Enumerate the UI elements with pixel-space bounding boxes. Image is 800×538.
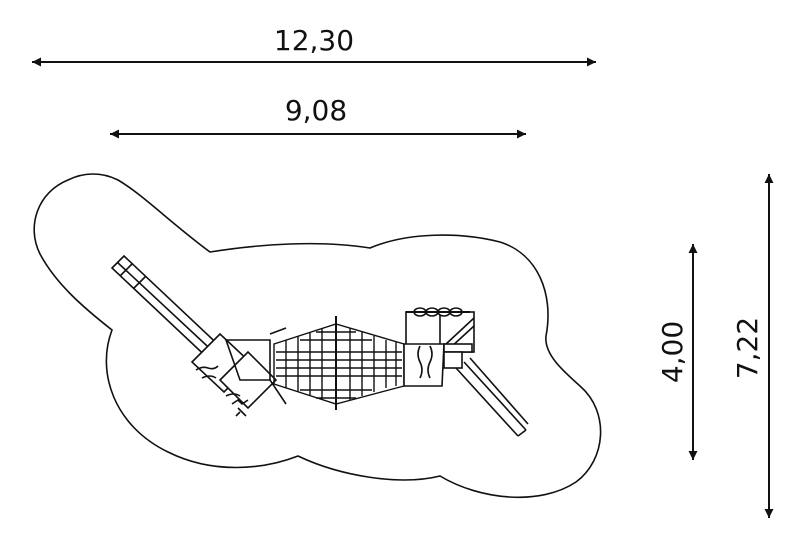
safety-area-outline — [33, 173, 602, 499]
equipment-length-label: 9,08 — [285, 94, 347, 127]
equipment-width-label: 4,00 — [656, 321, 689, 383]
tower-right — [403, 307, 475, 387]
overall-width-label: 7,22 — [731, 317, 764, 379]
dimension-equipment-width: 4,00 — [656, 244, 698, 460]
net-bridge — [273, 316, 405, 410]
dimension-equipment-length: 9,08 — [110, 94, 526, 139]
slide-right — [455, 357, 529, 437]
dimension-overall-length: 12,30 — [32, 24, 596, 67]
tower-left — [190, 327, 287, 417]
dimension-overall-width: 7,22 — [731, 174, 774, 518]
overall-length-label: 12,30 — [274, 24, 354, 57]
